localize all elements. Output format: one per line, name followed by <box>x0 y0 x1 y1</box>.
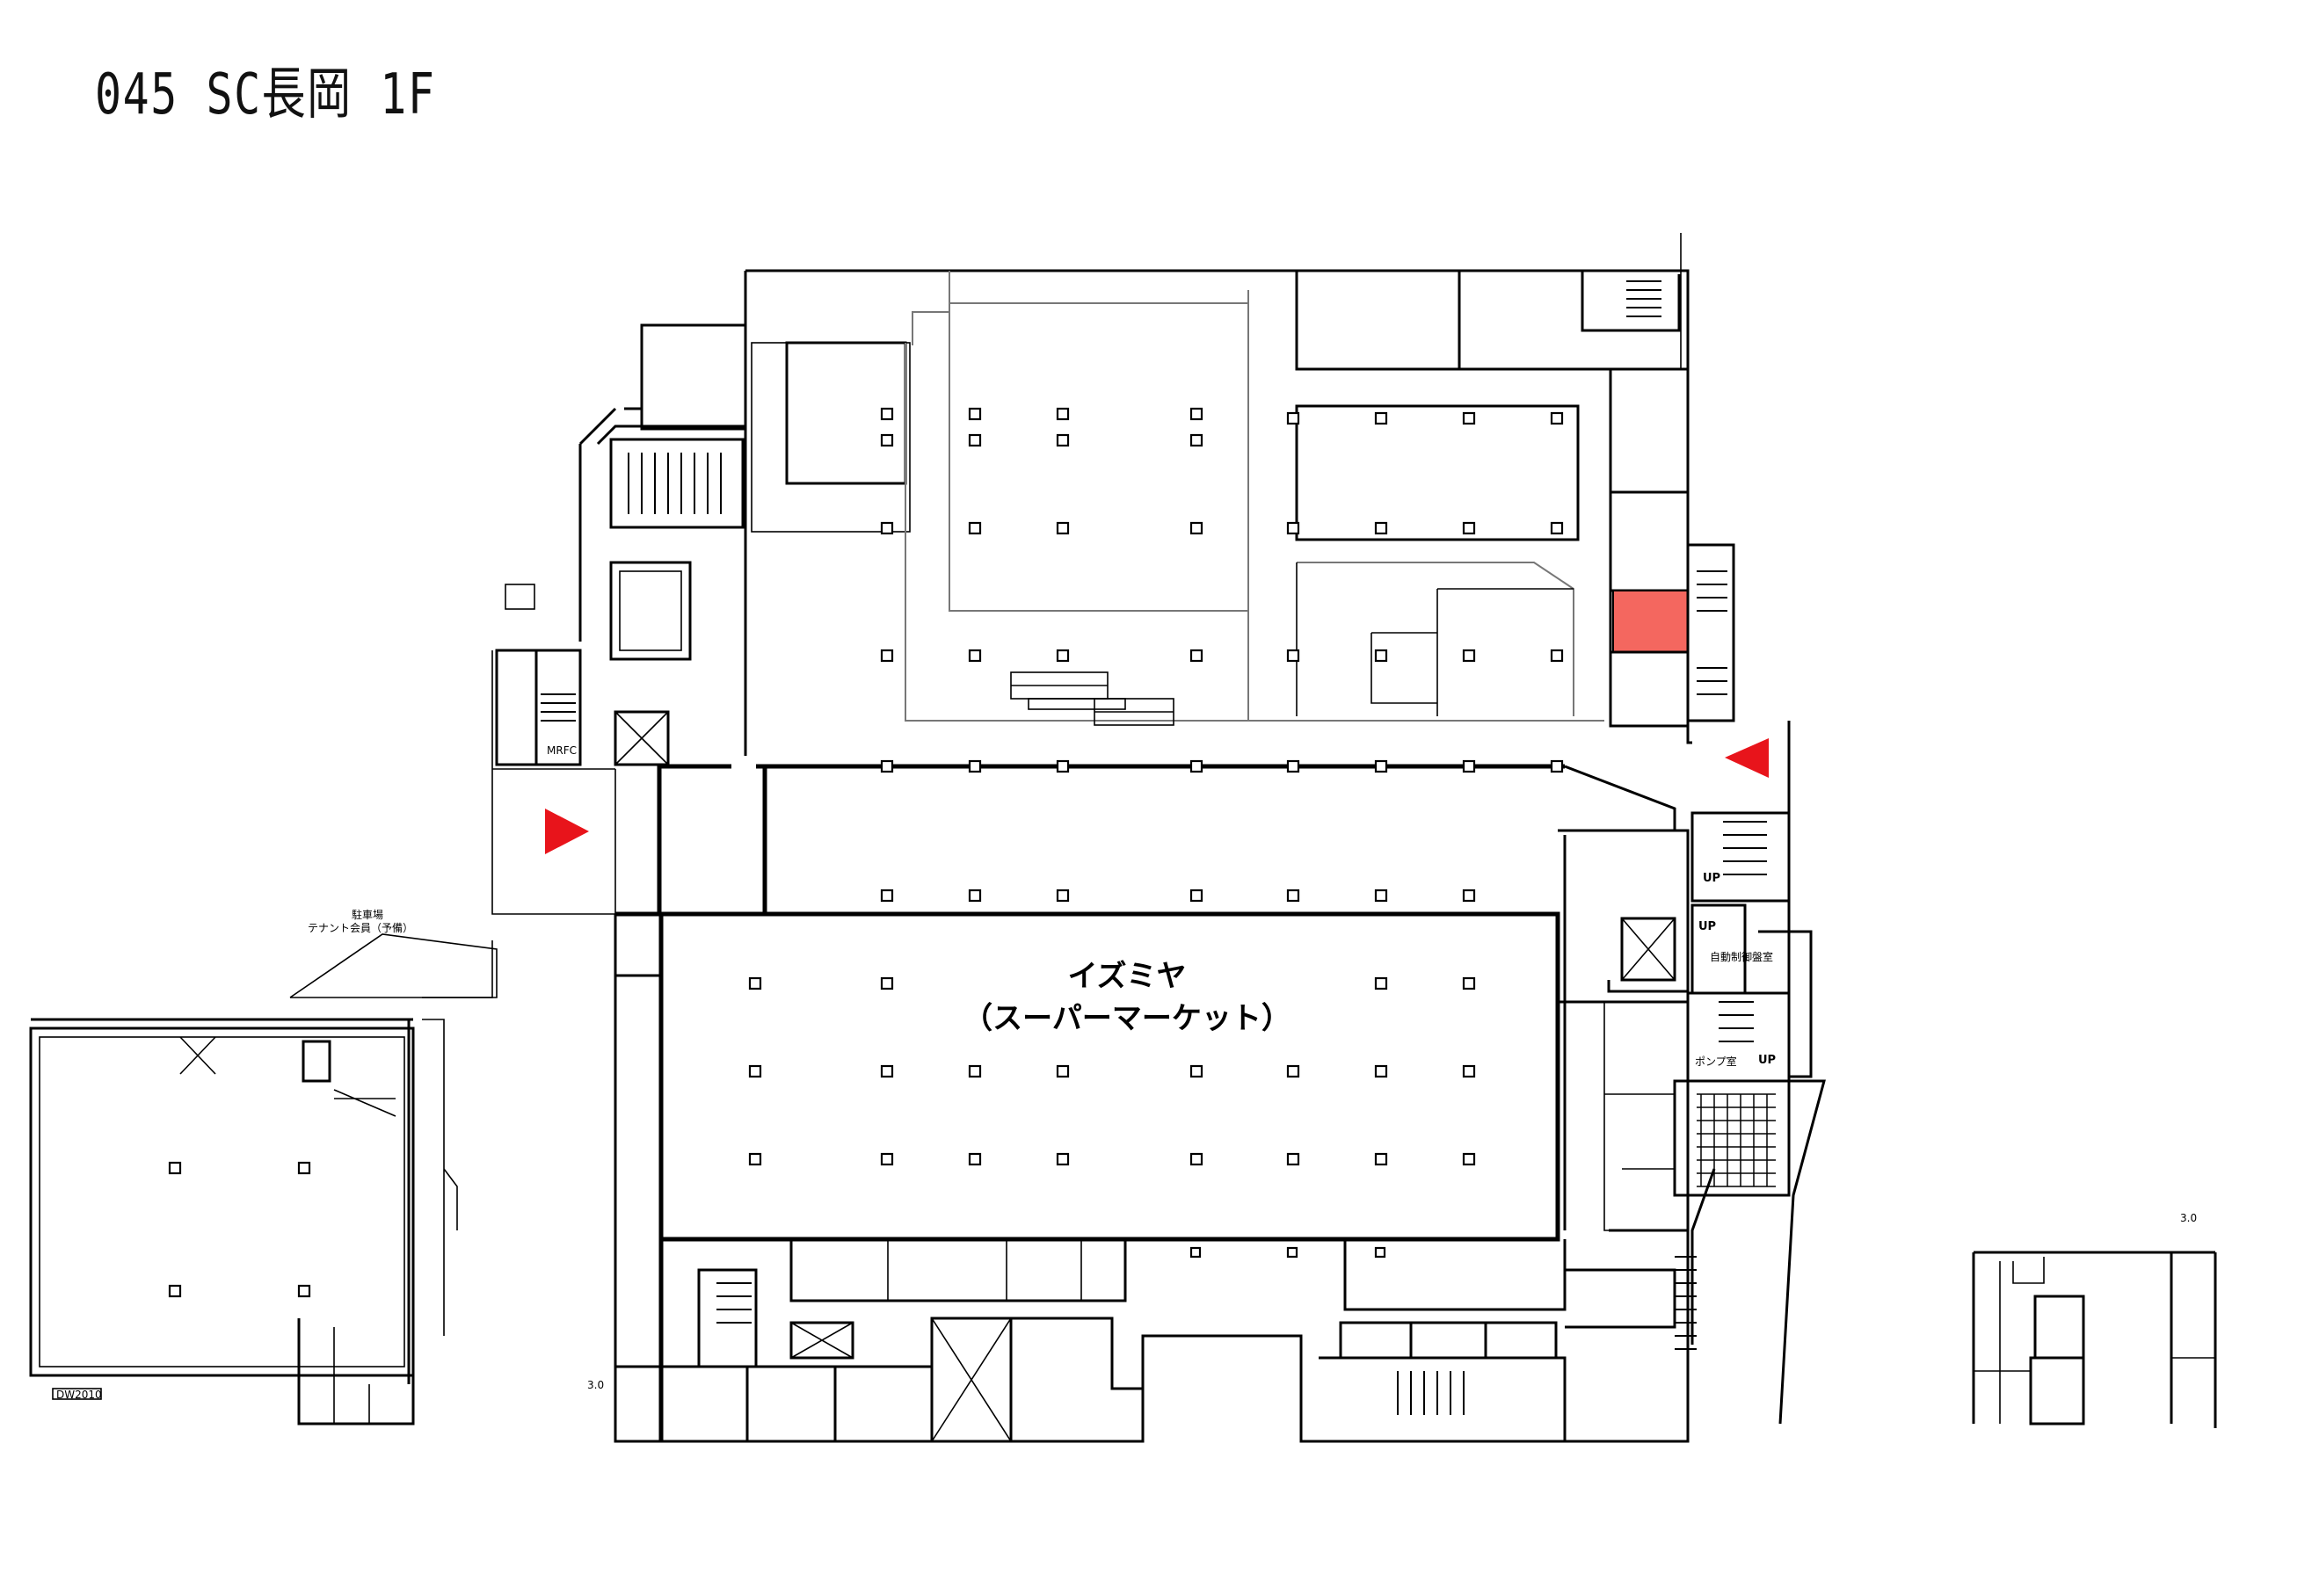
stair-south-west <box>716 1282 752 1324</box>
stair-right-tower <box>1697 570 1727 695</box>
up-label-3: UP <box>1758 1054 1776 1067</box>
stair-south-east <box>1397 1371 1465 1415</box>
entrance-arrow-east[interactable] <box>1725 738 1769 778</box>
entrance-arrow-west[interactable] <box>545 809 589 854</box>
tenant-note-1: 駐車場 <box>352 908 383 921</box>
store-name: イズミヤ <box>1068 959 1187 994</box>
highlighted-tenant-unit[interactable] <box>1612 590 1689 653</box>
west-annex: MRFC <box>491 323 747 915</box>
tenant-note-2: テナント会員（予備） <box>308 921 413 934</box>
grid-room <box>1697 1093 1776 1187</box>
sign-box-label: DW2010 <box>56 1389 102 1401</box>
up-label-1: UP <box>1703 872 1720 885</box>
escalator <box>1010 671 1174 726</box>
up-label-2: UP <box>1698 920 1716 933</box>
east-building: 3.0 <box>1972 1212 2217 1428</box>
stair-mrfc <box>541 693 576 722</box>
level-mark-2: 3.0 <box>587 1379 604 1391</box>
pump-room-label: ポンプ室 <box>1695 1055 1737 1068</box>
control-room-label: 自動制御盤室 <box>1710 950 1773 963</box>
structural-columns <box>748 407 1564 1259</box>
page-title: 045 SC長岡 1F <box>95 62 436 127</box>
mrfc-label: MRFC <box>547 744 577 757</box>
stair-up-3 <box>1719 1001 1754 1042</box>
level-mark-1: 3.0 <box>2180 1212 2197 1224</box>
stair-top-right <box>1626 280 1661 317</box>
lower-block <box>614 764 1697 1443</box>
west-building: 駐車場 テナント会員（予備） DW2010 <box>29 908 498 1426</box>
upper-block <box>744 233 1735 756</box>
store-subtitle: （スーパーマーケット） <box>963 1001 1291 1036</box>
stair-east-core <box>1723 821 1767 875</box>
stair-west <box>628 453 722 514</box>
east-service-core: UP UP 自動制御盤室 UP ポンプ室 <box>1673 721 1826 1425</box>
